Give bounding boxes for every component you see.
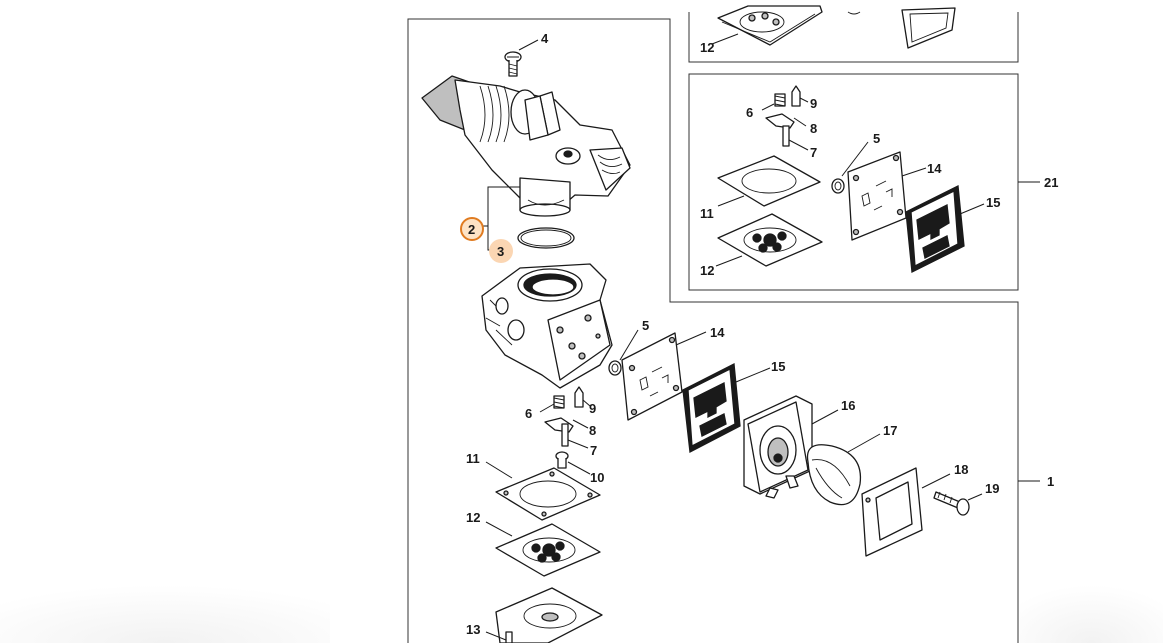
callout-8[interactable]: 8 — [589, 423, 596, 438]
callout-inset-11[interactable]: 11 — [700, 206, 714, 221]
callouts-main: 4 2 3 5 14 15 16 17 18 19 1 6 9 8 7 10 1… — [466, 31, 1054, 637]
callout-inset-5[interactable]: 5 — [873, 131, 880, 146]
part-plate-14 — [621, 332, 683, 421]
callout-inset-8[interactable]: 8 — [810, 121, 817, 136]
callout-4[interactable]: 4 — [541, 31, 549, 46]
callout-inset-6[interactable]: 6 — [746, 105, 753, 120]
part-carburetor-body — [481, 263, 613, 389]
main-parts — [421, 39, 983, 643]
part-retainer-18 — [861, 467, 923, 557]
callout-10[interactable]: 10 — [590, 470, 604, 485]
callout-12[interactable]: 12 — [466, 510, 480, 525]
part-gasket-11-main — [495, 467, 601, 521]
callout-15[interactable]: 15 — [771, 359, 785, 374]
part-primer-bulb-17 — [806, 444, 862, 506]
part-screw-10 — [555, 451, 569, 469]
callout-5[interactable]: 5 — [642, 318, 649, 333]
callout-inset-14[interactable]: 14 — [927, 161, 942, 176]
callout-18[interactable]: 18 — [954, 462, 968, 477]
part-o-ring-3 — [517, 227, 575, 249]
part-needle-set-main — [544, 386, 584, 447]
callout-17[interactable]: 17 — [883, 423, 897, 438]
callout-14[interactable]: 14 — [710, 325, 725, 340]
callout-21[interactable]: 21 — [1044, 175, 1058, 190]
callout-inset-9[interactable]: 9 — [810, 96, 817, 111]
part-housing-2 — [421, 75, 631, 217]
inset-parts — [715, 85, 985, 274]
part-gasket-15 — [682, 362, 741, 454]
background-haze-right — [1020, 560, 1163, 643]
callout-inset-12[interactable]: 12 — [700, 263, 714, 278]
highlight-badge-selected[interactable] — [460, 217, 484, 241]
callout-19[interactable]: 19 — [985, 481, 999, 496]
callout-13[interactable]: 13 — [466, 622, 480, 637]
callout-9[interactable]: 9 — [589, 401, 596, 416]
callout-inset-7[interactable]: 7 — [810, 145, 817, 160]
callout-3[interactable]: 3 — [497, 244, 504, 259]
callouts-inset: 6 9 8 7 5 14 11 15 12 21 — [700, 96, 1058, 278]
part-diaphragm-13-main — [495, 587, 603, 643]
background-haze-left — [0, 560, 330, 643]
callout-1[interactable]: 1 — [1047, 474, 1054, 489]
part-screw-4 — [504, 51, 522, 77]
part-diaphragm-12-main — [495, 523, 601, 577]
callout-6[interactable]: 6 — [525, 406, 532, 421]
callout-top-12[interactable]: 12 — [700, 40, 714, 55]
part-pump-cover-16 — [743, 395, 813, 499]
part-screw-19 — [933, 491, 970, 516]
callout-11[interactable]: 11 — [466, 451, 480, 466]
callout-inset-15[interactable]: 15 — [986, 195, 1000, 210]
callout-2[interactable]: 2 — [468, 222, 475, 237]
highlight-badge-related[interactable] — [489, 239, 513, 263]
callout-7[interactable]: 7 — [590, 443, 597, 458]
top-partial-parts — [711, 5, 956, 49]
callout-16[interactable]: 16 — [841, 398, 855, 413]
part-ring-5 — [608, 360, 622, 376]
assembly-frames — [407, 12, 1040, 643]
